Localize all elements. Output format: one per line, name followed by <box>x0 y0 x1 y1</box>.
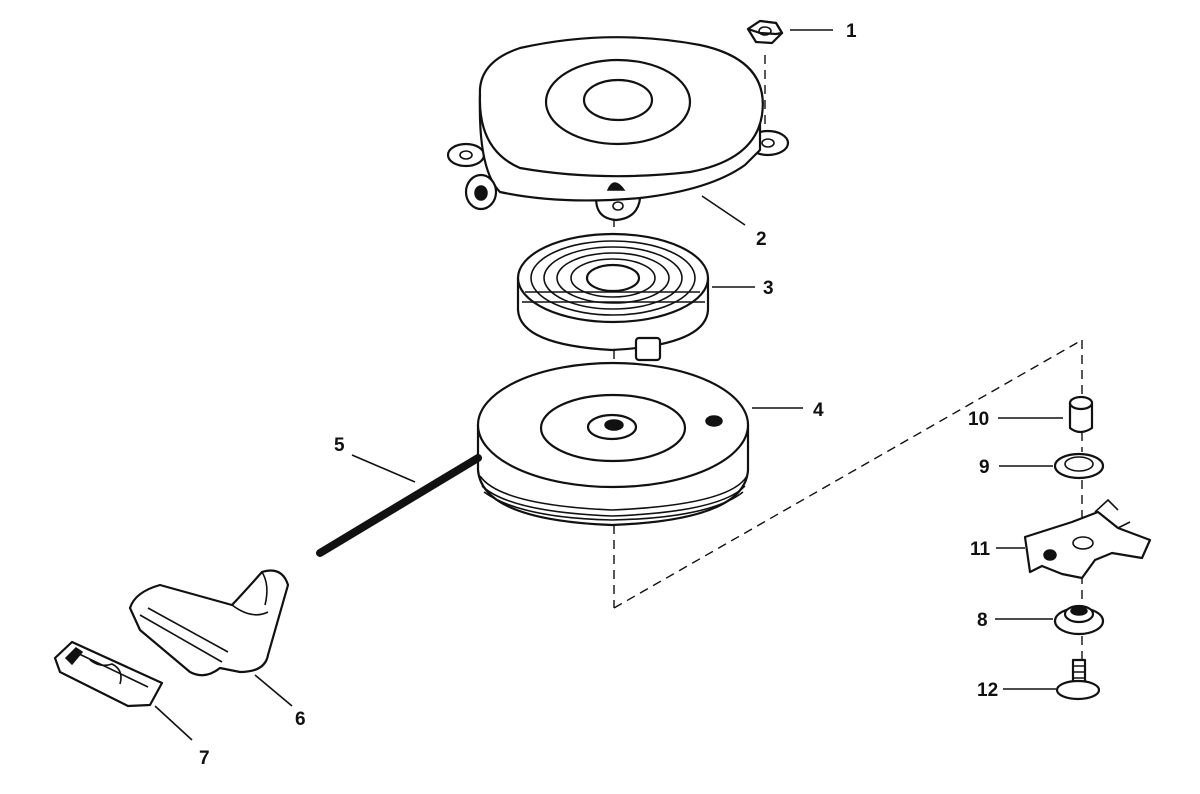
callout-4: 4 <box>813 400 824 421</box>
recoil-spring <box>516 232 710 362</box>
callout-9: 9 <box>979 457 990 478</box>
washer <box>1053 452 1105 480</box>
callout-2: 2 <box>756 229 767 250</box>
callout-labels: 1 2 3 4 5 6 7 8 9 10 11 12 <box>199 21 998 769</box>
callout-6: 6 <box>295 709 306 730</box>
callout-10: 10 <box>968 409 989 430</box>
callout-5: 5 <box>334 435 345 456</box>
callout-1: 1 <box>846 21 857 42</box>
callout-3: 3 <box>763 278 774 299</box>
leader-lines <box>154 29 1063 741</box>
callout-12: 12 <box>977 680 998 701</box>
rope-handle <box>128 569 290 677</box>
retainer-cup <box>1053 604 1105 636</box>
hex-nut <box>746 19 784 45</box>
bushing <box>1068 395 1094 434</box>
callout-8: 8 <box>977 610 988 631</box>
starter-rope <box>316 454 482 557</box>
callout-7: 7 <box>199 748 210 769</box>
screw <box>1055 658 1101 701</box>
callout-11: 11 <box>970 539 991 560</box>
rope-pulley <box>476 361 750 527</box>
handle-insert <box>53 640 164 708</box>
pawl <box>1023 498 1152 580</box>
starter-housing <box>446 36 790 222</box>
